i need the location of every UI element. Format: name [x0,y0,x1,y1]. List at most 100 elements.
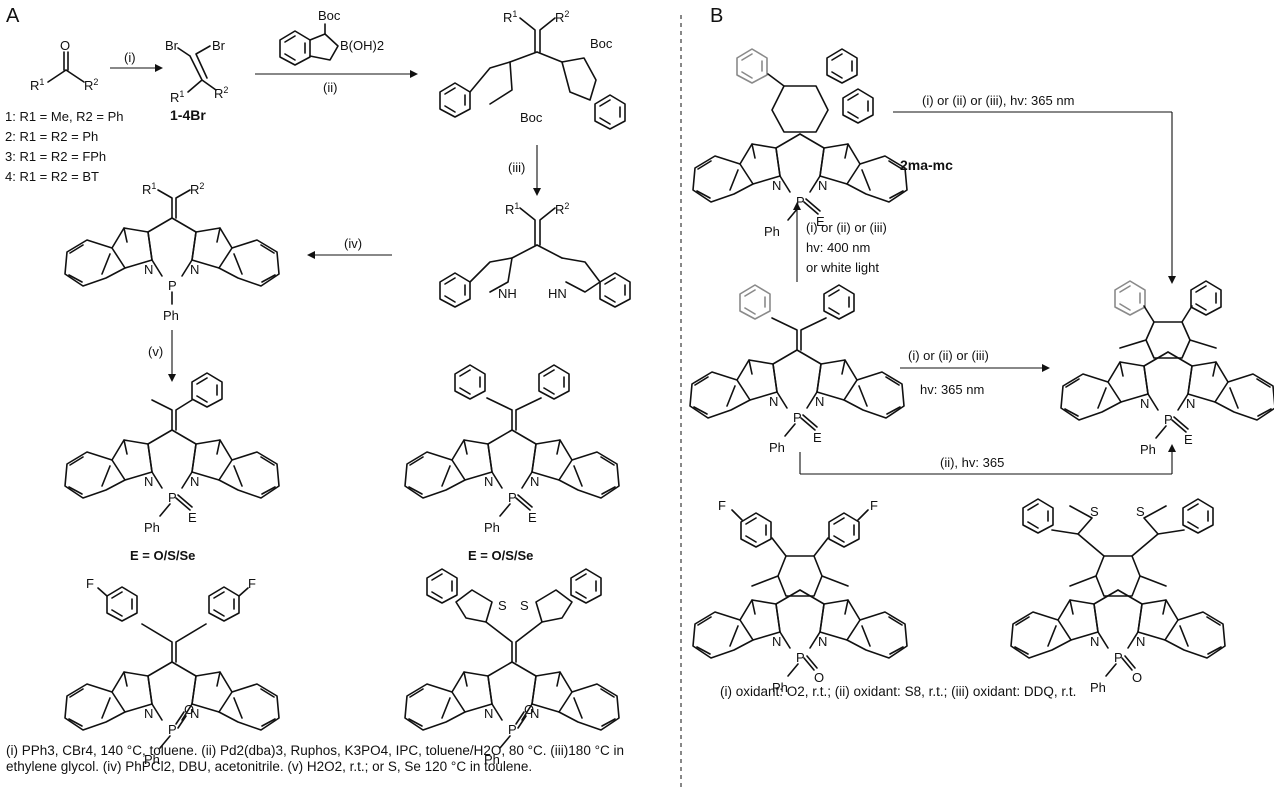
svg-text:Ph: Ph [772,680,788,695]
svg-text:N: N [818,178,827,193]
substituent-2: 2: R1 = R2 = Ph [5,129,98,144]
panel-b-conditions: (i) oxidant: O2, r.t.; (ii) oxidant: S8,… [720,684,1077,699]
svg-text:Boc: Boc [318,8,341,23]
svg-text:O: O [60,38,70,53]
cyclized-product: N N P E Ph [1060,280,1274,457]
boc-indole-boronic-acid: Boc B(OH)2 [279,8,384,66]
svg-text:N: N [1140,396,1149,411]
compound-label-2ma-mc: 2ma-mc [900,157,953,173]
bis-indolyl-alkene: R1 R2 NH HN [439,201,631,308]
svg-text:F: F [86,576,94,591]
compound-2-start: N N P E Ph [689,284,905,455]
compound-2-oxide: N N P E Ph [404,364,620,535]
svg-text:Ph: Ph [764,224,780,239]
svg-text:R2: R2 [555,201,569,217]
svg-text:Ph: Ph [144,520,160,535]
svg-text:N: N [530,706,539,721]
arrow-label-bottom: (ii), hv: 365 [940,455,1004,470]
ketone-structure: O R1 R2 [30,38,98,93]
arrow-label-i: (i) [124,50,136,65]
bis-boc-indolyl-alkene: R1 R2 Boc Boc [439,9,626,130]
svg-text:P: P [796,650,805,665]
compound-1-oxide: N N P E Ph [64,372,280,535]
svg-text:Ph: Ph [769,440,785,455]
svg-text:F: F [718,498,726,513]
svg-text:B(OH)2: B(OH)2 [340,38,384,53]
svg-text:R2: R2 [190,181,204,197]
svg-text:N: N [144,474,153,489]
svg-text:R2: R2 [84,77,98,93]
svg-text:R1: R1 [30,77,44,93]
svg-text:Boc: Boc [520,110,543,125]
arrow-label-mid-2: hv: 365 nm [920,382,984,397]
arrow-label-iv: (iv) [344,236,362,251]
arrow-label-v: (v) [148,344,163,359]
svg-text:HN: HN [548,286,567,301]
svg-text:N: N [1136,634,1145,649]
svg-text:P: P [796,194,805,209]
panel-a-label: A [6,5,20,27]
svg-text:Ph: Ph [1140,442,1156,457]
substituent-4: 4: R1 = R2 = BT [5,169,99,184]
substituent-1: 1: R1 = Me, R2 = Ph [5,109,124,124]
svg-text:N: N [190,262,199,277]
svg-text:F: F [248,576,256,591]
arrow-label-up-1: (i) or (ii) or (iii) [806,220,887,235]
panel-a-conditions: (i) PPh3, CBr4, 140 °C, toluene. (ii) Pd… [6,743,624,774]
substituent-3: 3: R1 = R2 = FPh [5,149,106,164]
svg-text:P: P [793,410,802,425]
svg-text:NH: NH [498,286,517,301]
svg-text:P: P [508,490,517,505]
svg-text:P: P [168,490,177,505]
svg-text:R1: R1 [503,9,517,25]
dibromoalkene-structure: Br Br R1 R2 [165,38,228,105]
svg-text:E: E [813,430,822,445]
svg-text:Boc: Boc [590,36,613,51]
svg-text:S: S [520,598,529,613]
cyclized-fluoro-product: F F N N P O Ph [692,498,908,695]
svg-text:N: N [144,706,153,721]
svg-text:Ph: Ph [1090,680,1106,695]
svg-text:P: P [168,278,177,293]
svg-text:N: N [1090,634,1099,649]
svg-text:R2: R2 [555,9,569,25]
svg-text:N: N [484,706,493,721]
svg-text:N: N [190,474,199,489]
svg-text:O: O [814,670,824,685]
svg-text:Ph: Ph [163,308,179,323]
svg-text:E: E [188,510,197,525]
svg-text:P: P [168,722,177,737]
svg-text:N: N [144,262,153,277]
svg-text:O: O [184,702,194,717]
svg-text:N: N [818,634,827,649]
svg-text:E: E [816,214,825,229]
svg-text:N: N [769,394,778,409]
svg-text:Br: Br [165,38,179,53]
svg-text:N: N [484,474,493,489]
compound-3-oxide: F F N N P O Ph [64,576,280,767]
svg-text:N: N [1186,396,1195,411]
arrow-label-mid-1: (i) or (ii) or (iii) [908,348,989,363]
svg-text:N: N [530,474,539,489]
svg-text:R1: R1 [505,201,519,217]
arrow-label-up-2: hv: 400 nm [806,240,870,255]
svg-text:S: S [1136,504,1145,519]
cyclized-bt-product: S S N N P O Ph [1010,498,1226,695]
compound-1-4br: 1-4Br [170,107,206,123]
svg-text:Br: Br [212,38,226,53]
svg-text:N: N [815,394,824,409]
e-definition-1: E = O/S/Se [130,548,195,563]
svg-text:E: E [528,510,537,525]
svg-text:R1: R1 [142,181,156,197]
panel-b-label: B [710,5,723,27]
phosphepine-intermediate: R1 R2 N N P Ph [64,181,280,323]
svg-text:N: N [772,634,781,649]
svg-text:Ph: Ph [484,752,500,767]
svg-text:S: S [498,598,507,613]
svg-text:P: P [1114,650,1123,665]
svg-text:R2: R2 [214,85,228,101]
svg-text:F: F [870,498,878,513]
svg-text:Ph: Ph [484,520,500,535]
svg-text:O: O [1132,670,1142,685]
